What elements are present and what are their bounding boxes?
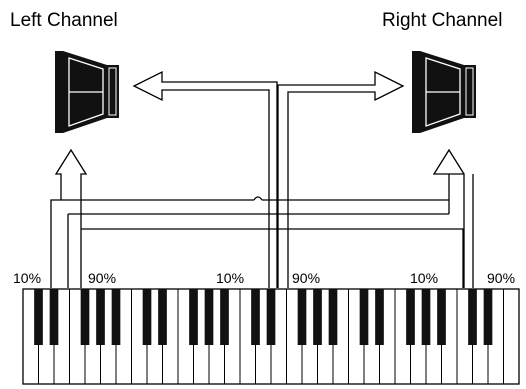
percent-label-6: 90% — [487, 270, 516, 286]
percent-label-3: 10% — [216, 270, 245, 286]
right-channel-label: Right Channel — [382, 10, 503, 31]
black-key — [251, 289, 260, 345]
black-key — [142, 289, 152, 345]
percent-label-2: 90% — [88, 270, 117, 286]
percent-label-1: 10% — [13, 270, 42, 286]
speaker-left-icon — [55, 51, 119, 133]
percent-label-4: 90% — [292, 270, 321, 286]
mid-left-arrow — [132, 70, 278, 288]
bus-bottom — [81, 228, 464, 288]
piano-keyboard — [22, 288, 520, 385]
black-key — [437, 289, 446, 345]
black-key — [328, 289, 338, 345]
black-key — [359, 289, 369, 345]
black-key — [111, 289, 121, 345]
right-up-arrow — [432, 148, 465, 288]
black-key — [204, 289, 214, 345]
bus-lower — [67, 213, 449, 288]
black-key — [49, 289, 59, 345]
black-key — [406, 289, 415, 345]
black-key — [189, 289, 198, 345]
black-key — [468, 289, 477, 345]
bus-crossover — [253, 196, 263, 230]
speaker-right-icon — [412, 51, 476, 133]
black-key — [421, 289, 431, 345]
black-key — [80, 289, 90, 345]
black-key — [375, 289, 384, 345]
black-key — [220, 289, 229, 345]
mid-right-arrow — [277, 70, 405, 288]
percent-label-5: 10% — [410, 270, 439, 286]
black-key — [266, 289, 276, 345]
left-up-arrow — [50, 148, 88, 288]
black-key — [34, 289, 43, 345]
black-key — [483, 289, 493, 345]
left-channel-label: Left Channel — [10, 10, 118, 31]
black-key — [297, 289, 307, 345]
black-key — [313, 289, 322, 345]
black-key — [158, 289, 167, 345]
black-key — [96, 289, 105, 345]
